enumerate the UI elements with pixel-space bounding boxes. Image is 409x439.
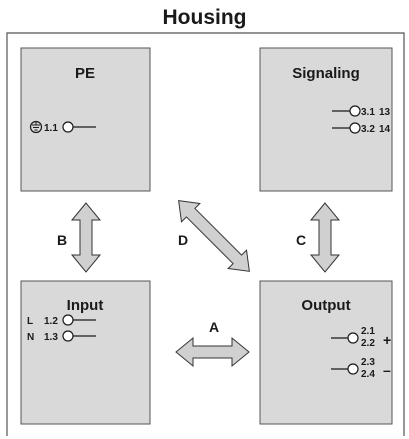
output-box-frame <box>259 280 393 425</box>
output-terminal-1-top: 2.1 <box>361 326 375 337</box>
pe-box-frame <box>20 47 151 192</box>
arrow-b-label: B <box>57 232 67 248</box>
signaling-terminal-1-num: 13 <box>379 107 391 118</box>
signaling-box-frame <box>259 47 393 192</box>
arrow-c-label: C <box>296 232 306 248</box>
output-box: Output 2.1 2.2 + 2.3 2.4 – <box>259 280 393 425</box>
output-terminal-1-bottom: 2.2 <box>361 338 375 349</box>
input-box: Input L 1.2 N 1.3 <box>20 280 151 425</box>
terminal-circle-icon <box>62 121 96 133</box>
terminal-circle-icon <box>331 332 359 344</box>
output-terminal-2-top: 2.3 <box>361 357 375 368</box>
output-label: Output <box>301 297 350 314</box>
ground-symbol-icon <box>29 120 43 134</box>
arrow-d <box>178 200 250 272</box>
pe-box: PE 1.1 <box>20 47 151 192</box>
signaling-box: Signaling 3.1 13 3.2 14 <box>259 47 393 192</box>
output-terminal-2-bottom: 2.4 <box>361 369 375 380</box>
signaling-terminal-1-id: 3.1 <box>361 107 375 118</box>
signaling-terminal-2-id: 3.2 <box>361 124 375 135</box>
input-terminal-1-id: 1.2 <box>44 316 58 327</box>
arrow-a-label: A <box>209 319 219 335</box>
terminal-circle-icon <box>62 314 96 326</box>
housing-outline <box>6 32 405 436</box>
diagram-title: Housing <box>162 6 247 29</box>
input-terminal-1-name: L <box>27 316 33 327</box>
input-terminal-2-name: N <box>27 332 34 343</box>
input-label: Input <box>67 297 104 314</box>
input-box-frame <box>20 280 151 425</box>
arrow-a <box>175 336 250 368</box>
output-polarity-minus: – <box>383 362 391 378</box>
signaling-terminal-2-num: 14 <box>379 124 391 135</box>
output-polarity-plus: + <box>383 332 391 348</box>
terminal-circle-icon <box>332 122 361 134</box>
terminal-circle-icon <box>62 330 96 342</box>
input-terminal-2-id: 1.3 <box>44 332 58 343</box>
terminal-circle-icon <box>332 105 361 117</box>
arrow-b <box>70 202 102 273</box>
pe-terminal-id: 1.1 <box>44 123 58 134</box>
arrow-c <box>309 202 341 273</box>
pe-label: PE <box>75 65 95 82</box>
signaling-label: Signaling <box>292 65 360 82</box>
terminal-circle-icon <box>331 363 359 375</box>
arrow-d-label: D <box>178 232 188 248</box>
